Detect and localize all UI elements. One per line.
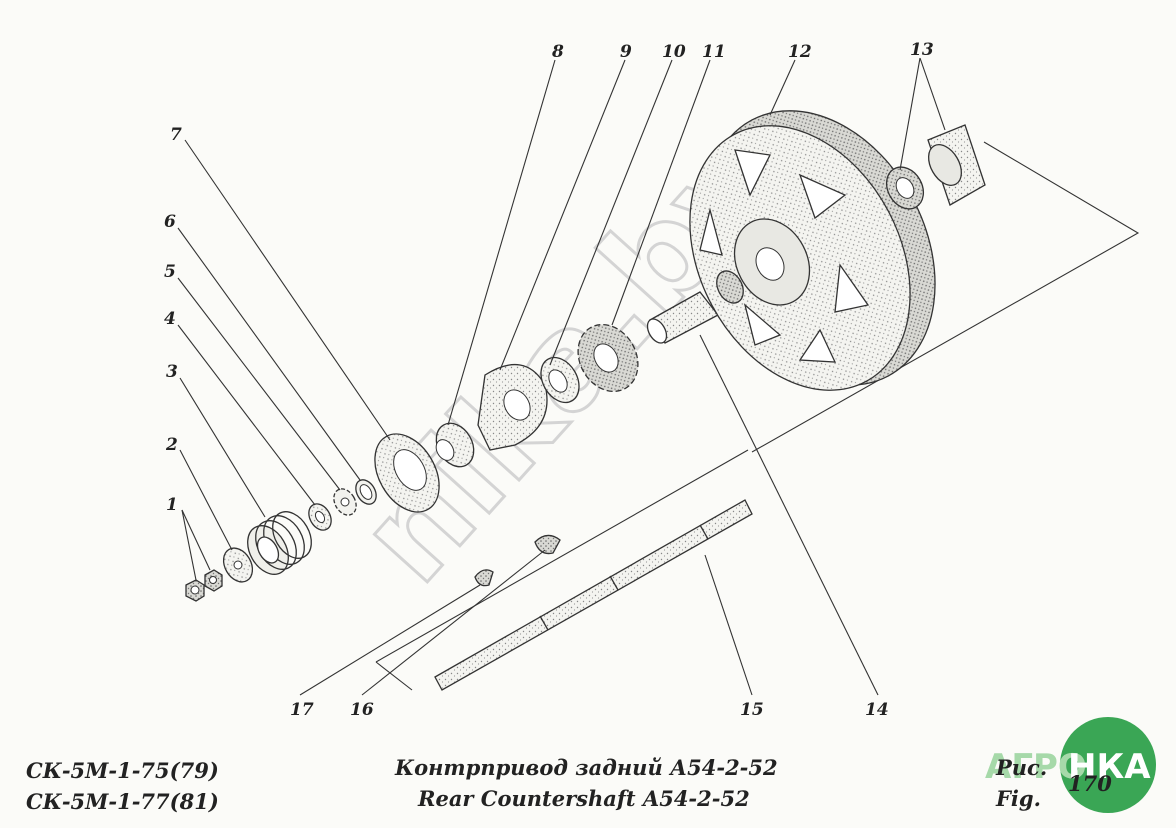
callout-17: 17 bbox=[290, 700, 314, 720]
part-17-key bbox=[474, 569, 494, 587]
callout-labels: 1 2 3 4 5 6 7 8 9 10 11 12 13 14 15 16 1… bbox=[164, 40, 934, 720]
fig-label-ru: Рис. bbox=[996, 755, 1048, 780]
callout-7: 7 bbox=[170, 125, 182, 145]
callout-2: 2 bbox=[165, 435, 178, 455]
part-12-pulley bbox=[689, 110, 936, 391]
agronika-logo: АГРО НКА bbox=[985, 717, 1156, 813]
callout-6: 6 bbox=[164, 212, 176, 232]
callout-16: 16 bbox=[350, 700, 374, 720]
callout-8: 8 bbox=[551, 42, 564, 62]
part-15-shaft bbox=[434, 499, 753, 691]
callout-1: 1 bbox=[166, 495, 178, 515]
model-line-1: СК-5М-1-75(79) bbox=[26, 758, 219, 783]
callout-12: 12 bbox=[788, 42, 812, 62]
part-2-washer bbox=[222, 547, 254, 583]
fig-number: 170 bbox=[1068, 771, 1112, 796]
part-10-bearing bbox=[540, 356, 580, 404]
part-3-spring bbox=[247, 511, 312, 575]
logo-text-left: АГРО bbox=[985, 747, 1087, 787]
fig-label-en: Fig. bbox=[996, 786, 1041, 811]
part-14-sleeve bbox=[646, 291, 719, 344]
callout-14: 14 bbox=[865, 700, 889, 720]
title-ru: Контрпривод задний А54-2-52 bbox=[395, 755, 778, 780]
logo-circle bbox=[1060, 717, 1156, 813]
callout-5: 5 bbox=[164, 262, 176, 282]
part-9-clutch-half bbox=[477, 363, 548, 451]
part-11-clutch-half bbox=[577, 323, 639, 393]
part-13-bearing-housing bbox=[885, 124, 986, 210]
part-16-key bbox=[534, 534, 561, 555]
callout-15: 15 bbox=[740, 700, 764, 720]
part-7-disc bbox=[374, 433, 440, 513]
part-6-washer bbox=[355, 479, 377, 505]
part-1-nuts bbox=[185, 569, 223, 602]
part-4-ring bbox=[308, 503, 332, 531]
title-en: Rear Countershaft A54-2-52 bbox=[418, 786, 750, 811]
part-8-hub bbox=[435, 422, 475, 468]
part-5-star-washer bbox=[333, 488, 357, 516]
callout-13: 13 bbox=[910, 40, 934, 60]
model-line-2: СК-5М-1-77(81) bbox=[26, 789, 219, 814]
logo-text-right: НКА bbox=[1068, 747, 1151, 787]
callout-4: 4 bbox=[164, 309, 176, 329]
callout-11: 11 bbox=[702, 42, 726, 62]
leader-lines bbox=[177, 57, 946, 696]
callout-9: 9 bbox=[620, 42, 632, 62]
callout-3: 3 bbox=[166, 362, 178, 382]
callout-10: 10 bbox=[662, 42, 686, 62]
